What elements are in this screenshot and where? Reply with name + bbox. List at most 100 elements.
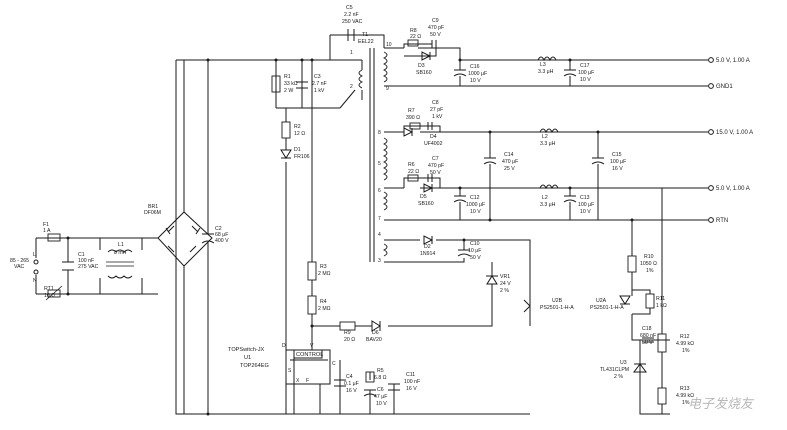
svg-text:2.7 nF: 2.7 nF bbox=[312, 81, 327, 87]
ic-u1: CONTROL TOPSwitch-JX U1 TOP264EG D V C S… bbox=[228, 343, 336, 385]
svg-text:100 μF: 100 μF bbox=[578, 70, 594, 76]
diode-d6: D6 BAV20 bbox=[366, 320, 382, 343]
output-5v-label: 5.0 V, 1.00 A bbox=[716, 58, 750, 64]
svg-text:D6: D6 bbox=[372, 330, 379, 336]
resistor-r12: R12 4.99 kΩ 1% bbox=[657, 333, 694, 354]
svg-text:R3: R3 bbox=[320, 264, 327, 270]
capacitor-c11: C11 100 nF 16 V bbox=[388, 372, 420, 392]
resistor-r7: R7 390 Ω bbox=[406, 108, 421, 130]
svg-text:6.8 Ω: 6.8 Ω bbox=[374, 375, 387, 381]
svg-text:68 μF: 68 μF bbox=[215, 232, 228, 238]
svg-text:1%: 1% bbox=[682, 400, 690, 406]
svg-text:TOPSwitch-JX: TOPSwitch-JX bbox=[228, 347, 265, 353]
capacitor-c12: C12 1000 μF 10 V bbox=[453, 195, 485, 215]
diode-d3: D3 SB160 bbox=[416, 51, 432, 76]
svg-text:10 V: 10 V bbox=[470, 209, 481, 215]
svg-text:T1: T1 bbox=[362, 32, 368, 38]
resistor-r8: R8 22 Ω bbox=[407, 28, 421, 47]
output-terminals: 5.0 V, 1.00 A GND1 15.0 V, 1.00 A 5.0 V,… bbox=[708, 57, 753, 224]
resistor-r11: R11 1 kΩ bbox=[632, 289, 667, 315]
svg-text:C13: C13 bbox=[580, 195, 590, 201]
svg-text:C2: C2 bbox=[215, 226, 222, 232]
svg-text:50 V: 50 V bbox=[430, 32, 441, 38]
shunt-regulator-u3: U3 TL431CLPM 2 % bbox=[600, 360, 647, 380]
svg-text:16 V: 16 V bbox=[612, 166, 623, 172]
output-gnd-label: GND1 bbox=[716, 84, 733, 90]
svg-text:27 pF: 27 pF bbox=[430, 107, 443, 113]
svg-text:47 μF: 47 μF bbox=[374, 394, 387, 400]
svg-text:V: V bbox=[310, 343, 314, 349]
svg-text:100 nF: 100 nF bbox=[404, 379, 420, 385]
capacitor-c5: C5 2.2 nF 250 VAC bbox=[342, 5, 363, 41]
svg-text:S: S bbox=[288, 368, 292, 374]
svg-text:2 W: 2 W bbox=[284, 88, 293, 94]
svg-text:R12: R12 bbox=[680, 334, 690, 340]
svg-text:R2: R2 bbox=[294, 124, 301, 130]
resistor-r5: R5 6.8 Ω bbox=[365, 368, 387, 383]
thermistor-rt1: RT1 10 Ω bbox=[44, 285, 63, 301]
transformer-t1: T1 EEL22 1 2 10 9 8 5 6 7 4 3 bbox=[350, 32, 392, 264]
svg-text:470 pF: 470 pF bbox=[428, 25, 444, 31]
common-mode-choke-l1: L1 8 mH bbox=[106, 242, 134, 279]
svg-text:UF4002: UF4002 bbox=[424, 141, 443, 147]
svg-text:N: N bbox=[33, 278, 37, 284]
capacitor-c18: C18 680 nF 50 V bbox=[640, 326, 656, 346]
svg-text:R7: R7 bbox=[408, 108, 415, 114]
svg-text:L: L bbox=[33, 252, 36, 258]
svg-text:X: X bbox=[296, 378, 300, 384]
svg-text:R5: R5 bbox=[377, 368, 384, 374]
capacitor-c10: C10 10 μF 50 V bbox=[457, 241, 481, 261]
svg-text:3.3 μH: 3.3 μH bbox=[540, 141, 556, 147]
svg-text:1 kΩ: 1 kΩ bbox=[656, 303, 667, 309]
input-voltage-label: 85 - 265 bbox=[10, 258, 29, 264]
svg-text:2 %: 2 % bbox=[500, 288, 509, 294]
svg-text:L2: L2 bbox=[542, 195, 548, 201]
svg-text:5: 5 bbox=[378, 161, 381, 167]
svg-text:33 kΩ: 33 kΩ bbox=[284, 81, 298, 87]
svg-text:C16: C16 bbox=[470, 64, 480, 70]
svg-text:1N914: 1N914 bbox=[420, 251, 435, 257]
svg-text:10 V: 10 V bbox=[580, 77, 591, 83]
svg-text:3.3 μH: 3.3 μH bbox=[540, 202, 556, 208]
svg-text:D1: D1 bbox=[294, 147, 301, 153]
svg-text:22 Ω: 22 Ω bbox=[408, 169, 419, 175]
svg-text:22 Ω: 22 Ω bbox=[410, 34, 421, 40]
svg-text:100 μF: 100 μF bbox=[610, 159, 626, 165]
svg-text:16 V: 16 V bbox=[346, 388, 357, 394]
svg-text:4.99 kΩ: 4.99 kΩ bbox=[676, 393, 694, 399]
capacitor-c6: C6 47 μF 10 V bbox=[363, 387, 387, 407]
svg-text:DF06M: DF06M bbox=[144, 210, 161, 216]
diode-d5: D5 SB160 bbox=[418, 183, 434, 207]
resistor-r6: R6 22 Ω bbox=[407, 162, 419, 182]
capacitor-c3: C3 2.7 nF 1 kV bbox=[296, 74, 327, 94]
svg-text:10: 10 bbox=[386, 42, 392, 48]
svg-text:1 kV: 1 kV bbox=[314, 88, 325, 94]
svg-text:50 V: 50 V bbox=[642, 340, 653, 346]
svg-text:U3: U3 bbox=[620, 360, 627, 366]
svg-text:20 Ω: 20 Ω bbox=[344, 337, 355, 343]
svg-text:U1: U1 bbox=[244, 355, 251, 361]
capacitor-c17: C17 100 μF 10 V bbox=[563, 63, 594, 83]
bridge-rectifier-br1: BR1 DF06M bbox=[144, 204, 201, 253]
svg-text:100 nF: 100 nF bbox=[78, 258, 94, 264]
svg-text:4: 4 bbox=[378, 232, 381, 238]
inductor-l2-15v: L2 3.3 μH bbox=[539, 128, 559, 147]
svg-text:1 A: 1 A bbox=[43, 228, 51, 234]
optocoupler-u2a: U2A PS2501-1-H-A bbox=[590, 295, 631, 311]
capacitor-c15: C15 100 μF 16 V bbox=[591, 152, 626, 172]
svg-text:R11: R11 bbox=[656, 296, 665, 302]
svg-text:2 MΩ: 2 MΩ bbox=[318, 306, 331, 312]
svg-text:1050 Ω: 1050 Ω bbox=[640, 261, 657, 267]
svg-text:10 V: 10 V bbox=[470, 78, 481, 84]
svg-text:R13: R13 bbox=[680, 386, 690, 392]
watermark: 电子发烧友 bbox=[688, 396, 755, 411]
svg-text:F: F bbox=[306, 378, 309, 384]
svg-text:R6: R6 bbox=[408, 162, 415, 168]
svg-text:9: 9 bbox=[386, 86, 389, 92]
svg-text:6: 6 bbox=[378, 188, 381, 194]
svg-text:1000 μF: 1000 μF bbox=[468, 71, 487, 77]
capacitor-c14: C14 470 μF 25 V bbox=[483, 152, 518, 172]
inductor-l3: L3 3.3 μH bbox=[537, 56, 557, 75]
svg-text:8: 8 bbox=[378, 130, 381, 136]
svg-text:C7: C7 bbox=[432, 156, 439, 162]
